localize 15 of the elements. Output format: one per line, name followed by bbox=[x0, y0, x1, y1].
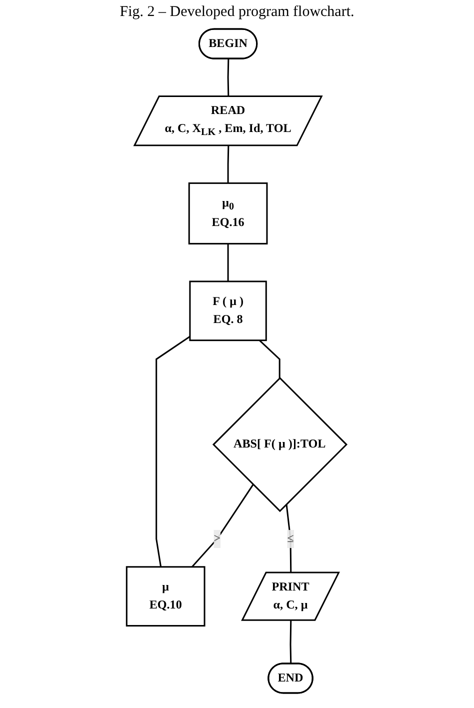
node-box: F ( μ ) EQ. 8 bbox=[190, 280, 268, 342]
connector bbox=[192, 484, 254, 568]
figure-title: Fig. 2 – Developed program flowchart. bbox=[118, 4, 356, 21]
node-diamond: ABS[ F( μ )]:TOL bbox=[212, 377, 348, 512]
connector bbox=[290, 620, 292, 664]
node-box: μ$_{0}$ EQ.16 bbox=[188, 182, 268, 244]
connector bbox=[228, 146, 230, 184]
edge-label: ≤ bbox=[288, 532, 294, 545]
connector bbox=[156, 336, 191, 568]
connector bbox=[286, 504, 292, 573]
connector bbox=[228, 244, 230, 282]
connector bbox=[228, 58, 230, 97]
connector bbox=[259, 340, 281, 378]
edge-label: > bbox=[214, 532, 221, 545]
node-box: μ EQ.10 bbox=[126, 566, 206, 627]
